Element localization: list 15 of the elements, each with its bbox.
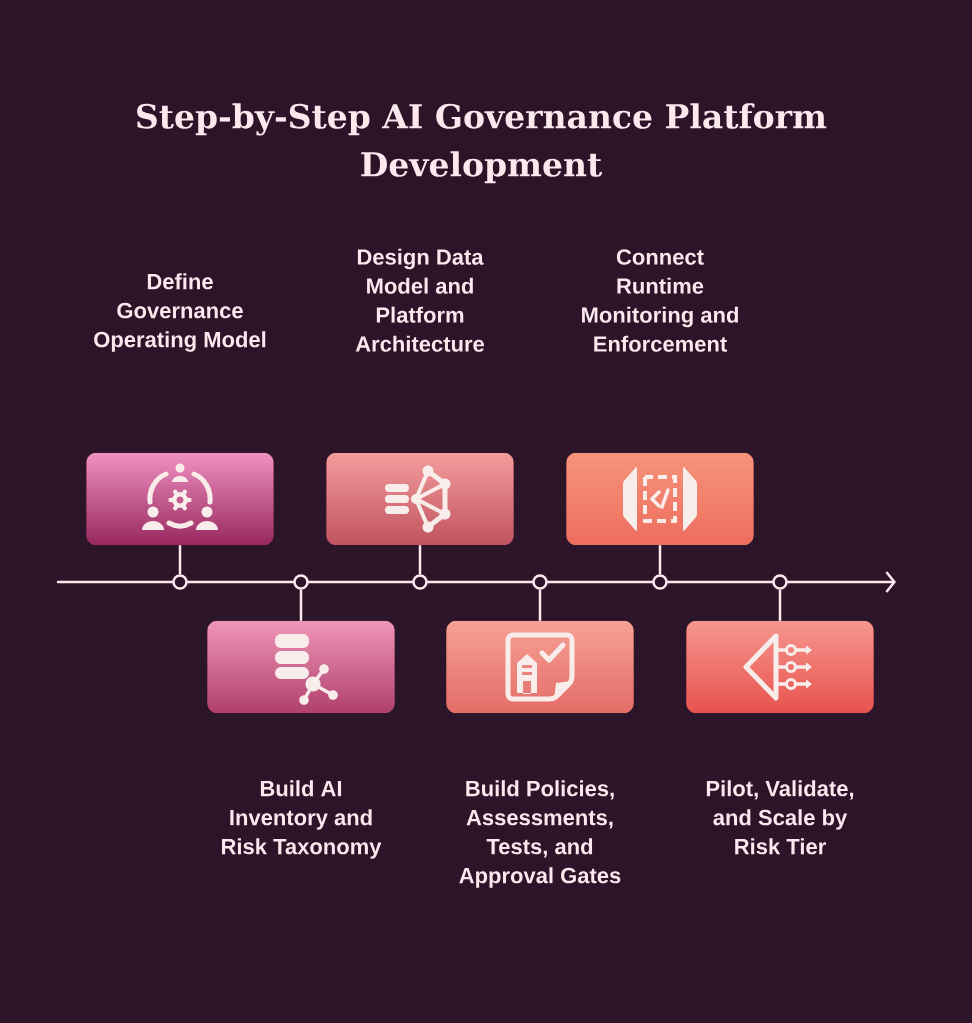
- connector-line: [299, 589, 303, 621]
- connector-line: [778, 589, 782, 621]
- connector-line: [658, 545, 662, 575]
- connector-line: [178, 545, 182, 575]
- connector-line: [418, 545, 422, 575]
- title: Step-by-Step AI Governance Platform Development: [137, 103, 827, 184]
- step-label: Define Governance Operating Model: [94, 273, 266, 352]
- step-label: Pilot, Validate, and Scale by Risk Tier: [706, 780, 854, 855]
- step-label: Build Policies, Assessments, Tests, and Approval Gates: [459, 780, 621, 888]
- step-box: [86, 452, 274, 546]
- step-box: [686, 620, 874, 714]
- step-label: Build AI Inventory and Risk Taxonomy: [222, 780, 382, 859]
- step-label: Design Data Model and Platform Architecture: [355, 248, 485, 352]
- connector-line: [538, 589, 542, 621]
- step-label: Connect Runtime Monitoring and Enforcement: [582, 249, 738, 352]
